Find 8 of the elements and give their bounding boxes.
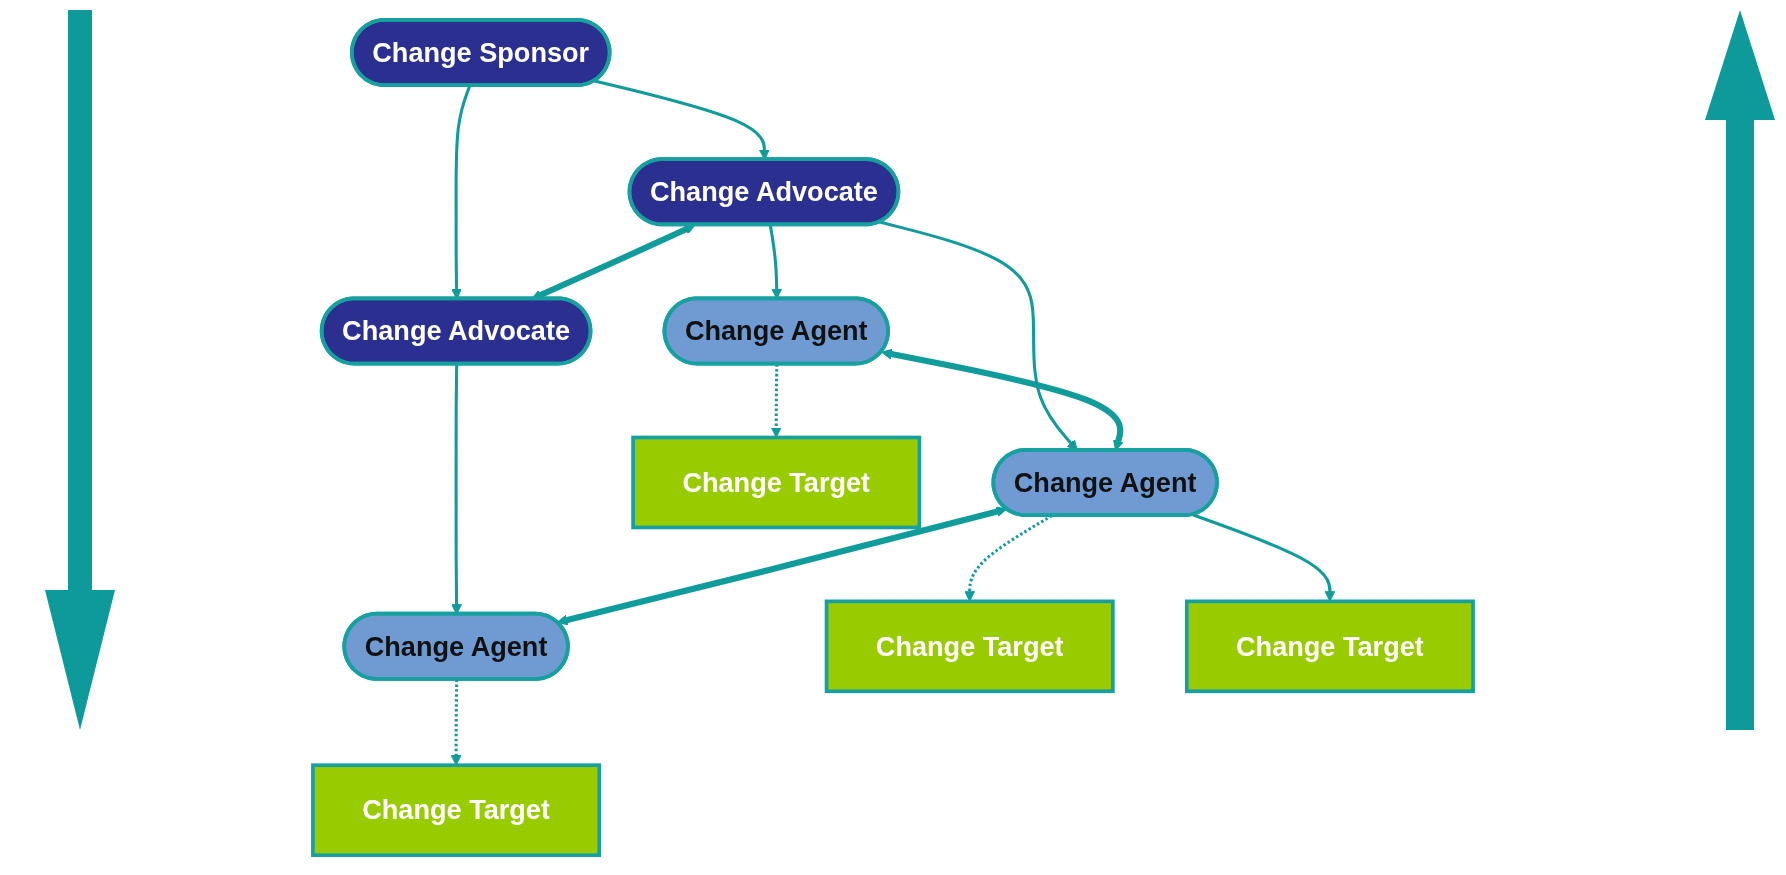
node-box: Change Target — [1184, 599, 1475, 694]
node-box: Change Target — [631, 435, 922, 530]
node-box: Change Target — [824, 599, 1115, 694]
arrow — [770, 364, 782, 438]
node-box: Change Target — [311, 763, 602, 857]
arrow — [556, 506, 1007, 626]
arrow — [1192, 513, 1336, 602]
arrow — [450, 679, 462, 766]
